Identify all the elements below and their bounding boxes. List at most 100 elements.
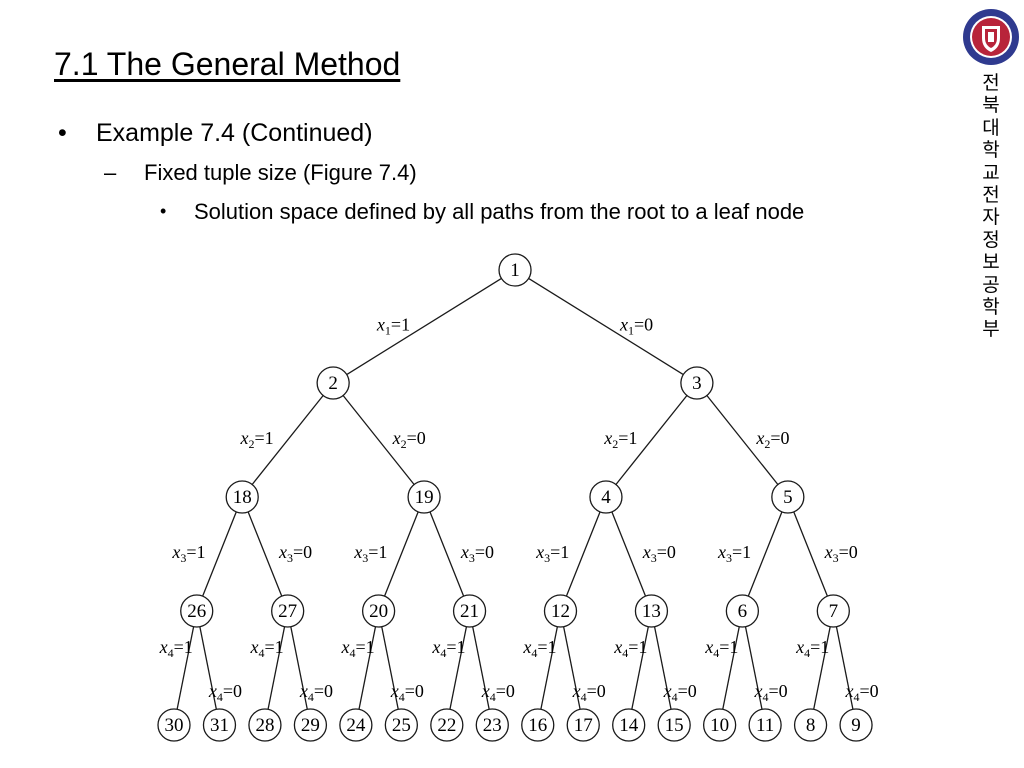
edge-label: x4=0: [299, 681, 333, 704]
edge-label: x3=1: [171, 542, 205, 565]
tree-edge: [176, 626, 195, 710]
node-label: 28: [255, 715, 274, 736]
tree-node: 28: [248, 708, 282, 742]
tree-node: 25: [384, 708, 419, 742]
university-seal-logo: [963, 9, 1019, 65]
tree-edge: [429, 511, 465, 597]
edge-label: x3=1: [717, 542, 751, 565]
node-label: 7: [829, 601, 839, 622]
tree-edge: [267, 626, 286, 710]
node-circle: [293, 708, 328, 742]
tree-node: 6: [725, 594, 760, 628]
node-label: 20: [369, 601, 388, 622]
node-circle: [475, 708, 509, 742]
tree-node: 11: [748, 708, 782, 742]
node-circle: [180, 594, 214, 628]
tree-edge: [346, 277, 502, 376]
node-circle: [407, 480, 441, 514]
tree-edge: [562, 626, 581, 710]
node-circle: [202, 708, 237, 742]
edge-label: x3=0: [460, 542, 494, 565]
node-circle: [748, 708, 782, 742]
edge-label: x4=1: [613, 637, 647, 660]
node-label: 14: [619, 715, 639, 736]
edge-label: x4=1: [340, 637, 374, 660]
tree-node: 8: [793, 708, 828, 742]
tree-node: 23: [475, 708, 509, 742]
tree-node: 16: [521, 708, 555, 742]
tree-node: 3: [680, 366, 714, 400]
tree-node: 10: [702, 708, 737, 742]
node-label: 6: [738, 601, 748, 622]
tree-edge: [449, 626, 468, 710]
node-circle: [521, 708, 555, 742]
node-circle: [361, 594, 396, 628]
tree-node: 13: [634, 594, 669, 628]
node-circle: [771, 480, 805, 514]
edge-label: x4=0: [390, 681, 424, 704]
node-label: 2: [328, 373, 338, 394]
tree-node: 24: [339, 708, 373, 742]
tree-node: 19: [407, 480, 441, 514]
tree-edge: [383, 511, 419, 597]
tree-node: 2: [316, 366, 350, 400]
node-label: 4: [601, 487, 611, 508]
edge-label: x4=0: [481, 681, 515, 704]
node-label: 5: [783, 487, 793, 508]
node-label: 18: [233, 487, 252, 508]
edge-label: x4=1: [704, 637, 738, 660]
node-circle: [680, 366, 714, 400]
tree-node: 5: [771, 480, 805, 514]
node-label: 25: [392, 715, 411, 736]
tree-edge: [793, 511, 828, 597]
edge-label: x4=0: [844, 681, 878, 704]
edge-label: x4=0: [754, 681, 788, 704]
node-label: 29: [301, 715, 320, 736]
edge-label: x4=1: [250, 637, 284, 660]
tree-node: 1: [498, 253, 532, 287]
node-label: 13: [642, 601, 661, 622]
node-circle: [612, 708, 646, 742]
bullet-text: Example 7.4 (Continued): [96, 119, 373, 147]
node-circle: [634, 594, 669, 628]
node-circle: [566, 708, 600, 742]
edge-label: x4=0: [208, 681, 242, 704]
node-label: 21: [460, 601, 479, 622]
node-circle: [816, 594, 850, 628]
tree-node: 18: [225, 480, 259, 514]
tree-node: 12: [543, 594, 578, 628]
tree-edge: [611, 511, 647, 597]
node-label: 31: [210, 715, 229, 736]
edge-label: x2=1: [240, 428, 274, 451]
node-circle: [589, 480, 623, 514]
tree-node: 27: [271, 594, 305, 628]
tree-edge: [540, 626, 559, 710]
tree-edge: [199, 626, 217, 710]
tree-edge: [744, 626, 763, 710]
tree-edge: [381, 626, 399, 710]
bullet-marker: –: [104, 160, 117, 185]
node-label: 30: [165, 715, 184, 736]
node-circle: [793, 708, 828, 742]
edge-label: x3=1: [535, 542, 569, 565]
node-label: 17: [574, 715, 593, 736]
node-label: 19: [415, 487, 434, 508]
node-label: 12: [551, 601, 570, 622]
node-label: 10: [710, 715, 729, 736]
tree-node: 22: [430, 708, 464, 742]
tree-edge: [472, 626, 490, 710]
node-label: 24: [346, 715, 366, 736]
edge-label: x2=0: [392, 428, 426, 451]
node-circle: [157, 708, 191, 742]
edge-label: x3=0: [278, 542, 312, 565]
tree-edge: [706, 395, 779, 485]
edge-label: x4=1: [431, 637, 465, 660]
tree-edge: [565, 511, 601, 597]
tree-edge: [722, 626, 740, 710]
tree-node: 17: [566, 708, 600, 742]
tree-edge: [528, 277, 684, 376]
edge-label: x4=1: [795, 637, 829, 660]
edge-label: x1=0: [619, 315, 653, 338]
